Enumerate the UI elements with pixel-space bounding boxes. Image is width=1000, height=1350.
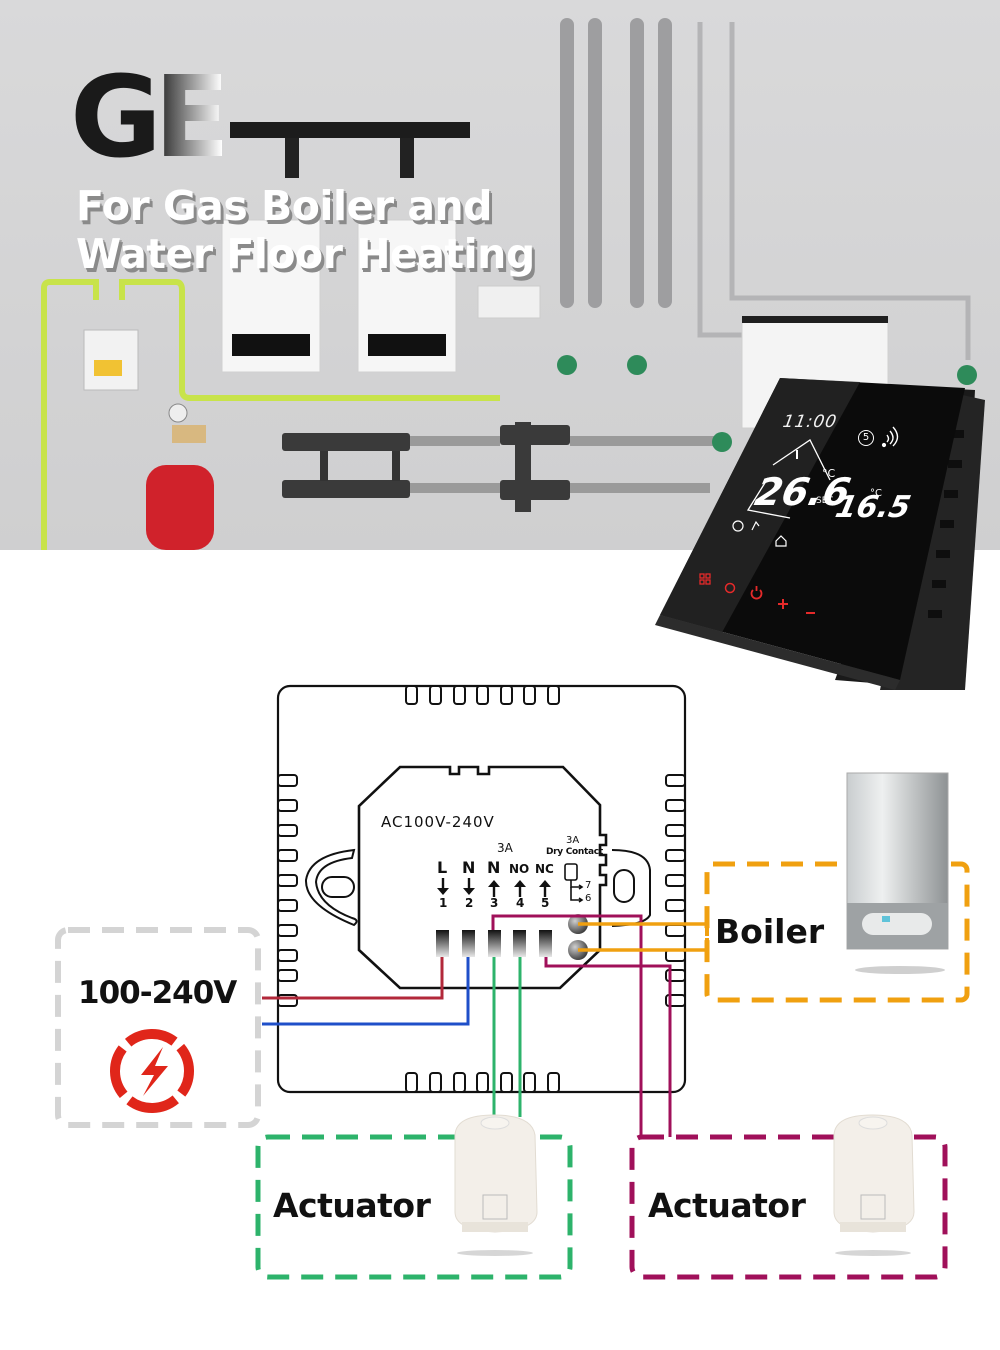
supply-voltage-label: AC100V-240V xyxy=(381,813,495,831)
dry-contact-pin-7: 7 xyxy=(585,880,592,891)
power-box-label: 100-240V xyxy=(78,975,237,1011)
terminal-number-2: 2 xyxy=(465,896,474,910)
actuator-nc-label: Actuator xyxy=(648,1186,806,1225)
set-temperature-unit: °C xyxy=(870,488,882,499)
terminal-arrows xyxy=(437,878,551,897)
headline-line-2: Water Floor Heating xyxy=(76,230,535,278)
arrow-up-icon xyxy=(514,880,526,897)
actuator-image-1 xyxy=(454,1114,538,1256)
set-label: SET xyxy=(816,496,833,506)
live-wire xyxy=(262,957,444,1000)
arrow-down-icon xyxy=(463,878,475,895)
arrow-up-icon xyxy=(539,880,551,897)
dry-contact-symbol xyxy=(564,863,584,903)
actuator-no-label: Actuator xyxy=(273,1186,431,1225)
program-badge: 5 xyxy=(858,430,874,446)
arrow-down-icon xyxy=(437,878,449,895)
gas-pipe xyxy=(41,279,500,550)
dry-contact-rating-label: 3A xyxy=(566,835,580,846)
relay-rating-label: 3A xyxy=(497,841,513,855)
terminal-number-4: 4 xyxy=(516,896,525,910)
terminal-letter-3: N xyxy=(487,858,501,877)
terminal-number-3: 3 xyxy=(490,896,499,910)
terminal-block-5 xyxy=(539,930,552,957)
expansion-vessel xyxy=(146,403,214,550)
terminal-number-1: 1 xyxy=(439,896,448,910)
terminal-letter-4: NO xyxy=(509,862,530,876)
arrow-up-icon xyxy=(488,880,500,897)
terminal-letter-2: N xyxy=(462,858,476,877)
back-plate-bottom-tabs xyxy=(405,1072,560,1093)
actuator-nc-wire-nc xyxy=(544,957,672,1137)
boiler-room-photo xyxy=(0,0,1000,550)
mounting-ear-left xyxy=(304,848,358,927)
terminal-module xyxy=(357,765,608,990)
terminal-block-4 xyxy=(513,930,526,957)
power-hazard-icon xyxy=(110,1029,194,1113)
boiler-box xyxy=(704,861,970,1003)
manifold xyxy=(282,422,730,512)
vertical-pipes xyxy=(560,18,971,360)
headline: For Gas Boiler and Water Floor Heating xyxy=(76,182,535,278)
terminal-block-1 xyxy=(436,930,449,957)
terminal-block-3 xyxy=(488,930,501,957)
boiler-box-label: Boiler xyxy=(715,912,825,951)
terminal-number-5: 5 xyxy=(541,896,550,910)
actuator-image-2 xyxy=(833,1114,915,1256)
boiler-room-illustration xyxy=(41,18,977,550)
brand-logo-text: GE xyxy=(70,53,230,183)
boiler-image xyxy=(846,772,949,974)
actuator-no-box xyxy=(255,1134,573,1280)
terminal-block-2 xyxy=(462,930,475,957)
terminal-letter-5: NC xyxy=(535,862,554,876)
back-plate-side-tabs xyxy=(277,774,686,1007)
headline-line-1: For Gas Boiler and xyxy=(76,182,493,230)
neutral-wire xyxy=(262,957,470,1026)
wall-boilers xyxy=(221,219,457,373)
back-plate-top-tabs xyxy=(405,685,560,705)
dry-contact-pin-6: 6 xyxy=(585,893,592,904)
terminal-letter-1: L xyxy=(437,858,448,877)
brand-logo: GE xyxy=(70,62,230,174)
flue-pipe xyxy=(230,122,470,138)
dry-contact-label: Dry Contact xyxy=(546,847,603,857)
power-box xyxy=(55,927,261,1128)
actuator-nc-wire-n xyxy=(491,914,643,1137)
actuator-nc-box xyxy=(629,1134,948,1280)
